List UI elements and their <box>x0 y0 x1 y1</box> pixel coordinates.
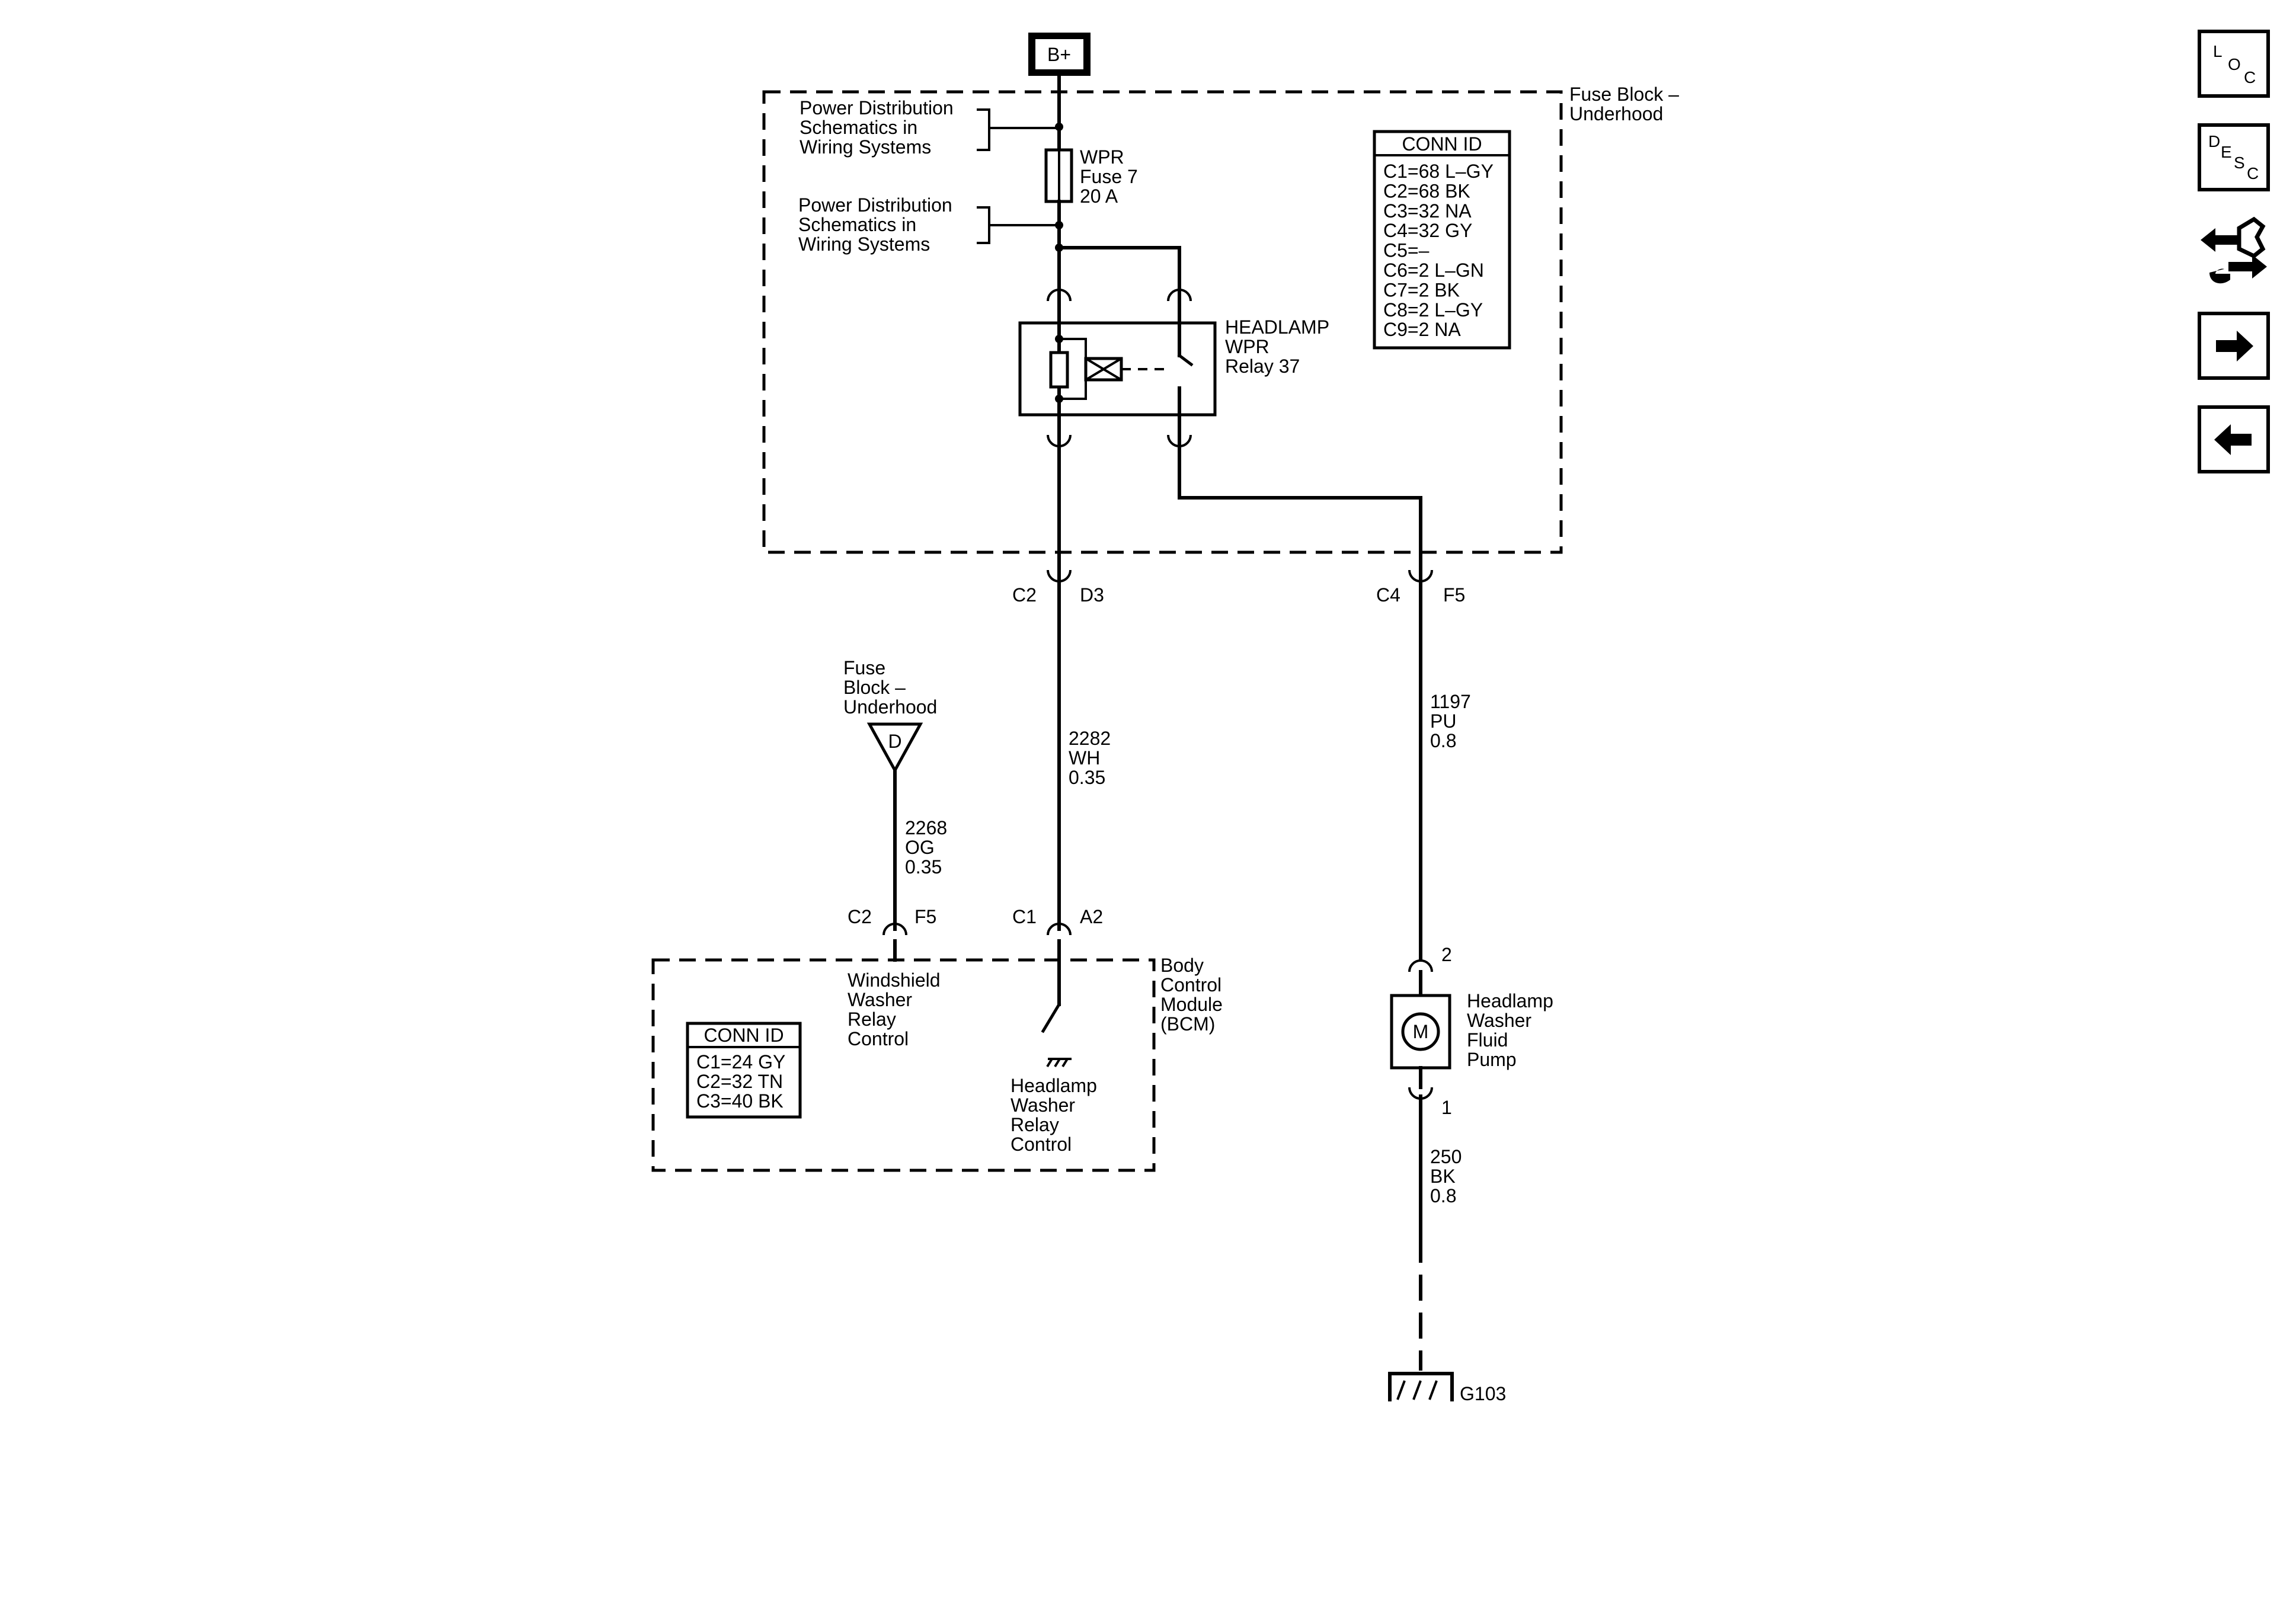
previous-page-button[interactable] <box>2198 405 2270 473</box>
next-page-button[interactable] <box>2198 312 2270 380</box>
connector-c2-bcm: C2 <box>848 906 872 927</box>
arrow-right-icon <box>2216 331 2253 361</box>
conn-id-row: C1=68 L–GY <box>1383 161 1494 182</box>
conn-id-row: C8=2 L–GY <box>1383 299 1483 321</box>
fuse-block-name: Fuse Block –Underhood <box>1569 84 1679 124</box>
bcm-conn-id-title: CONN ID <box>703 1025 784 1046</box>
fuse-output-wire <box>1055 200 1181 292</box>
conn-id-row: C5=– <box>1383 240 1430 261</box>
connector-c4: C4 <box>1376 584 1400 606</box>
ground-g103: G103 <box>1388 1372 1506 1404</box>
relay-bottom-connectors <box>1047 413 1192 447</box>
supply-wire <box>1055 74 1063 152</box>
desc-letter-e: E <box>2221 143 2232 161</box>
connector-tool-icon[interactable] <box>2198 213 2270 290</box>
conn-id-row: C6=2 L–GN <box>1383 260 1484 281</box>
fuse-block-conn-id-title: CONN ID <box>1402 133 1482 155</box>
conn-id-row: C3=32 NA <box>1383 200 1472 222</box>
conn-id-row: C2=32 TN <box>696 1071 783 1092</box>
conn-id-row: C2=68 BK <box>1383 180 1470 201</box>
bcm-boundary <box>651 958 1156 1172</box>
battery-terminal: B+ <box>1028 33 1091 76</box>
conn-id-row: C3=40 BK <box>696 1090 784 1112</box>
fuse-block-ref-letter: D <box>888 731 901 752</box>
loc-letter-c: C <box>2244 68 2256 87</box>
loc-letter-o: O <box>2228 55 2241 73</box>
pump-motor-symbol: M <box>1413 1021 1429 1042</box>
battery-label: B+ <box>1047 44 1071 65</box>
description-button[interactable]: D E S C <box>2198 123 2270 191</box>
conn-id-row: C1=24 GY <box>696 1051 785 1073</box>
connector-a2-bcm: A2 <box>1080 906 1103 927</box>
loc-letter-l: L <box>2213 42 2223 60</box>
arrow-left-icon <box>2214 424 2252 455</box>
desc-letter-c: C <box>2247 164 2259 183</box>
connector-c2: C2 <box>1012 584 1037 606</box>
pump-pin-1: 1 <box>1441 1097 1452 1118</box>
connector-c1-bcm: C1 <box>1012 906 1037 927</box>
connector-f5: F5 <box>1443 584 1465 606</box>
pump-pin-2: 2 <box>1441 944 1452 965</box>
conn-id-row: C9=2 NA <box>1383 319 1461 340</box>
desc-letter-s: S <box>2234 153 2245 172</box>
conn-id-row: C7=2 BK <box>1383 279 1460 300</box>
location-button[interactable]: L O C <box>2198 30 2270 98</box>
fuse-block-boundary <box>762 90 1563 554</box>
desc-letter-d: D <box>2208 132 2220 151</box>
conn-id-row: C4=32 GY <box>1383 220 1472 241</box>
relay-top-connectors <box>1047 289 1192 325</box>
connector-f5-bcm: F5 <box>914 906 936 927</box>
ground-label: G103 <box>1460 1383 1506 1404</box>
connector-d3: D3 <box>1080 584 1104 606</box>
